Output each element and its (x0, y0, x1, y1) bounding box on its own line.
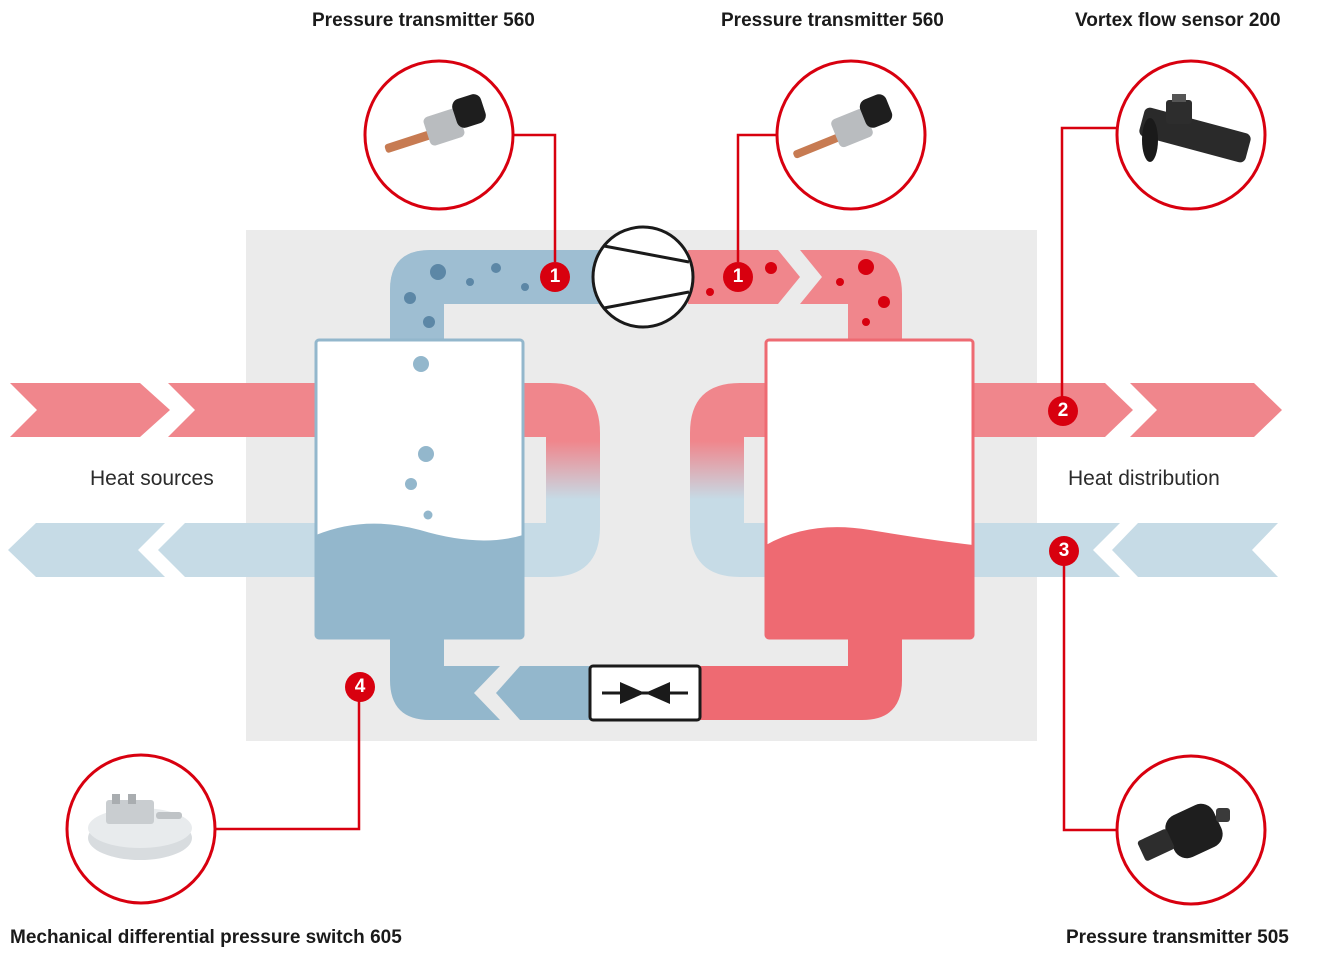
sensor-badge-2: 2 (1048, 396, 1078, 426)
sensor-badge-1b: 1 (723, 262, 753, 292)
sensor-badge-3: 3 (1049, 536, 1079, 566)
pressure-transmitter-505-icon (1115, 754, 1267, 906)
vortex-flow-sensor-icon (1115, 59, 1267, 211)
label-vortex-flow-sensor: Vortex flow sensor 200 (1075, 10, 1281, 31)
sensor-badge-4: 4 (345, 672, 375, 702)
heat-distribution-return-arrow (1112, 523, 1278, 577)
leader-line-3 (1062, 563, 1118, 832)
leader-line-1b (736, 133, 778, 262)
heat-source-inflow-arrow (10, 383, 170, 437)
evaporator-vessel (314, 338, 525, 640)
leader-line-1a (512, 133, 557, 262)
condenser-vessel (764, 338, 975, 640)
discharge-bubbles (706, 259, 890, 326)
heat-distribution-label: Heat distribution (1068, 467, 1220, 490)
suction-bubbles (404, 263, 529, 328)
pressure-transmitter-icon (363, 59, 515, 211)
discharge-line-b (800, 250, 902, 340)
compressor-icon (591, 225, 695, 329)
label-pressure-transmitter-560-right: Pressure transmitter 560 (721, 10, 944, 31)
leader-line-2 (1060, 126, 1116, 397)
leader-line-4 (214, 700, 361, 831)
heat-source-outflow-arrow (8, 523, 165, 577)
heat-distribution-outflow-arrow (1130, 383, 1282, 437)
heat-source-outflow-band (158, 523, 330, 577)
label-differential-pressure-switch: Mechanical differential pressure switch … (10, 927, 402, 948)
sensor-badge-1a: 1 (540, 262, 570, 292)
label-pressure-transmitter-560-left: Pressure transmitter 560 (312, 10, 535, 31)
liquid-line-cold (496, 666, 590, 720)
heat-sources-label: Heat sources (90, 467, 214, 490)
pressure-transmitter-icon (775, 59, 927, 211)
expansion-valve-icon (588, 664, 702, 722)
differential-pressure-switch-icon (65, 753, 217, 905)
label-pressure-transmitter-505: Pressure transmitter 505 (1066, 927, 1289, 948)
heat-distribution-return-band (970, 523, 1120, 577)
